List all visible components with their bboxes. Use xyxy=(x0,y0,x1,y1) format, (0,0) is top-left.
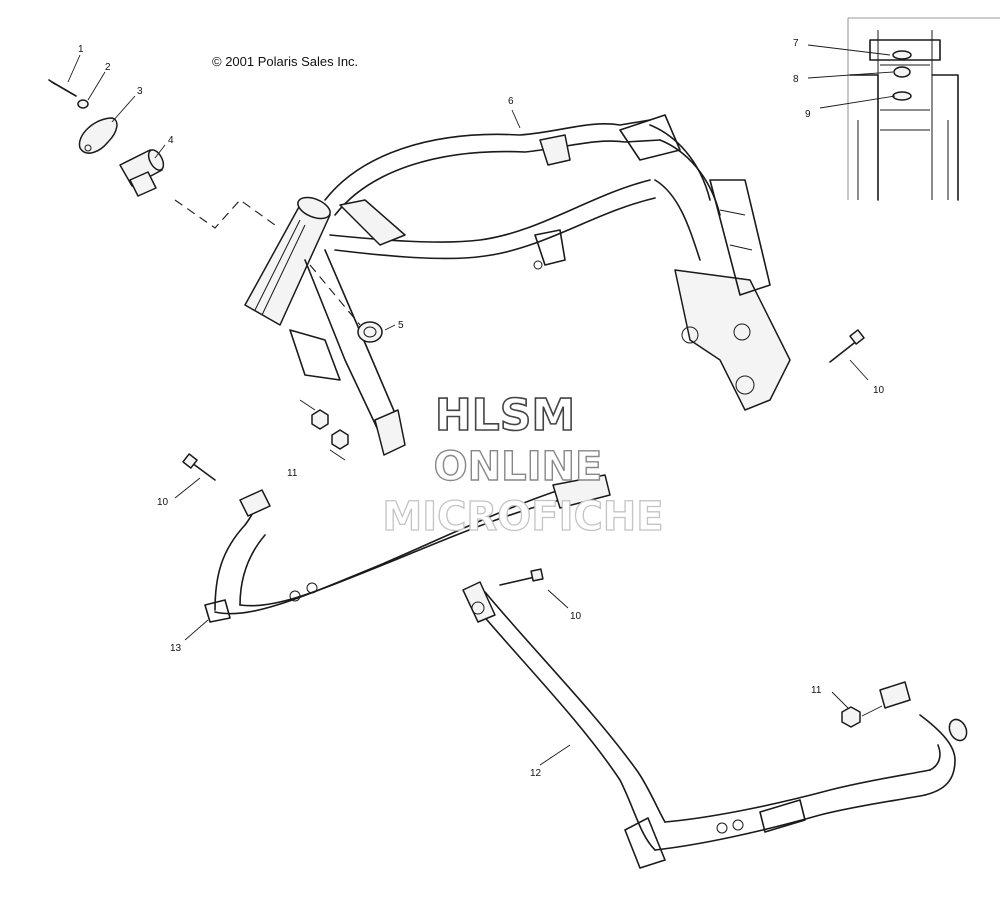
part-2-washer xyxy=(77,99,89,109)
part-10-bolt-right xyxy=(829,329,865,363)
leader-lines xyxy=(67,44,896,766)
part-3-cover-plate xyxy=(78,117,118,154)
callout-13: 13 xyxy=(170,643,182,654)
callout-10-right: 10 xyxy=(873,385,885,396)
part-11-nut-right xyxy=(841,706,861,728)
callout-12: 12 xyxy=(530,768,542,779)
callout-labels: 1 2 3 4 5 6 7 8 9 10 11 10 10 13 11 12 xyxy=(78,38,885,779)
callout-4: 4 xyxy=(168,135,174,146)
callout-10-left: 10 xyxy=(157,497,169,508)
callout-11-left: 11 xyxy=(287,468,298,479)
callout-1: 1 xyxy=(78,44,84,55)
part-12-lower-frame xyxy=(462,581,968,869)
callout-2: 2 xyxy=(105,62,111,73)
callout-11-right: 11 xyxy=(811,685,822,696)
part-5-grommet xyxy=(357,321,383,343)
dash-leader-5 xyxy=(309,264,361,326)
inset-detail xyxy=(847,17,1000,201)
part-13-front-tube xyxy=(204,474,611,623)
part-9-washer xyxy=(892,91,912,101)
callout-3: 3 xyxy=(137,86,143,97)
part-10-bolt-middle xyxy=(499,568,544,586)
part-8-bushing xyxy=(893,66,911,78)
dash-leader-4 xyxy=(174,199,276,229)
callout-8: 8 xyxy=(793,74,799,85)
watermark-line-2: ONLINE xyxy=(434,444,603,490)
copyright-text: © 2001 Polaris Sales Inc. xyxy=(212,54,358,69)
callout-10-middle: 10 xyxy=(570,611,582,622)
part-6-main-frame xyxy=(244,114,791,456)
callout-9: 9 xyxy=(805,109,811,120)
part-4-bushing xyxy=(119,149,165,197)
watermark-line-3: MICROFICHE xyxy=(382,494,663,540)
callout-7: 7 xyxy=(793,38,799,49)
watermark-line-1: HLSM xyxy=(435,390,575,441)
part-11-nuts-left xyxy=(311,409,349,450)
watermark: HLSM ONLINE MICROFICHE xyxy=(382,389,665,540)
part-1-screw xyxy=(48,79,77,97)
part-10-bolt-left xyxy=(182,453,216,481)
part-7-washer xyxy=(892,50,912,60)
callout-6: 6 xyxy=(508,96,514,107)
callout-5: 5 xyxy=(398,320,404,331)
